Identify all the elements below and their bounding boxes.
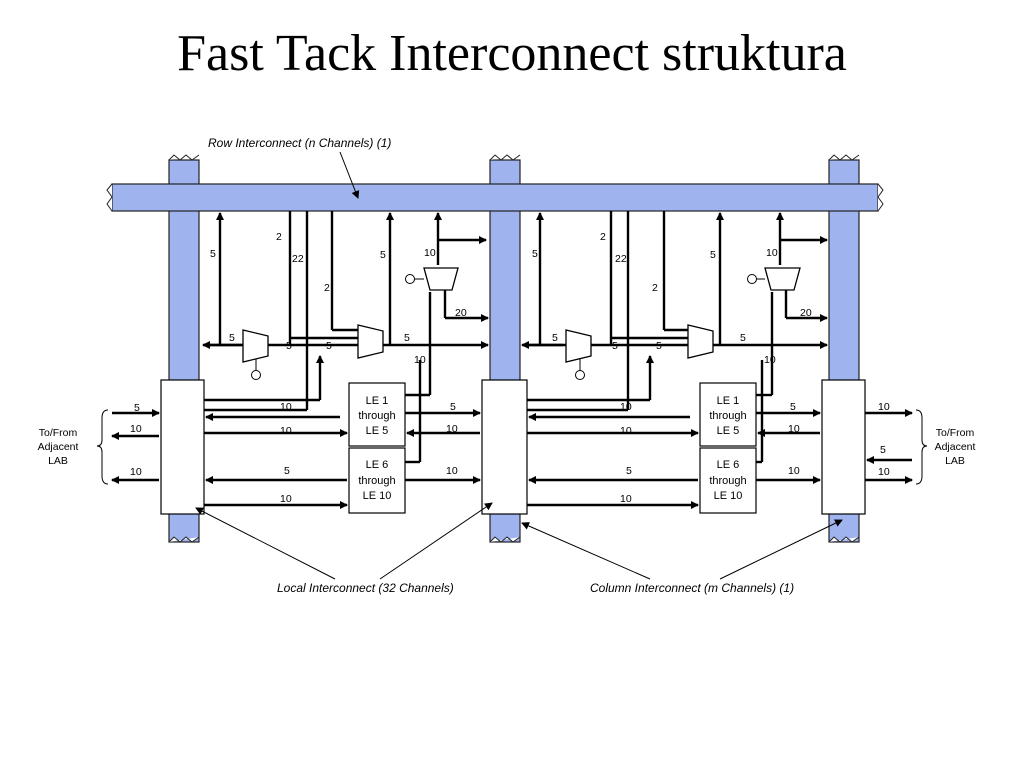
side-label-right: To/From Adjacent LAB [915,409,976,485]
width-labels-right: 5 2 22 2 5 10 20 5 5 5 5 10 10 10 5 10 5… [532,231,890,505]
le-line-2: through [709,410,746,422]
width-label: 2 [324,282,330,294]
local-interconnect-box-middle [481,379,528,515]
width-label: 10 [424,247,436,259]
le-line-1: LE 1 [366,395,389,407]
le-line-1: LE 1 [717,395,740,407]
le-line-1: LE 6 [717,459,740,471]
side-line: LAB [945,455,965,467]
width-label: 10 [280,425,292,437]
slide-title: Fast Tack Interconnect struktura [177,25,847,82]
width-label: 5 [612,340,618,352]
width-label: 5 [656,340,662,352]
width-label: 5 [740,332,746,344]
width-label: 10 [280,401,292,413]
le-block-6-10-right: LE 6 through LE 10 [699,447,757,514]
side-line: Adjacent [38,441,79,453]
width-label: 5 [286,340,292,352]
width-label: 10 [280,493,292,505]
width-label: 10 [414,354,426,366]
width-label: 10 [878,401,890,413]
le-line-3: LE 10 [714,490,743,502]
width-label: 5 [552,332,558,344]
width-label: 10 [788,465,800,477]
callout-local-interconnect: Local Interconnect (32 Channels) [195,502,493,595]
width-label: 5 [880,444,886,456]
width-labels-left: 5 2 22 2 5 10 20 5 5 5 5 10 10 10 5 10 5… [130,231,467,505]
le-block-6-10-left: LE 6 through LE 10 [348,447,406,514]
row-interconnect-bus [106,183,884,212]
width-label: 10 [764,354,776,366]
left-lab-wiring [111,211,489,509]
callout-column-text: Column Interconnect (m Channels) (1) [590,581,794,595]
le-line-3: LE 5 [366,425,389,437]
width-label: 10 [620,493,632,505]
width-label: 10 [620,401,632,413]
width-label: 10 [446,423,458,435]
width-label: 5 [710,249,716,261]
le-line-3: LE 5 [717,425,740,437]
le-line-3: LE 10 [363,490,392,502]
callout-row-text: Row Interconnect (n Channels) (1) [208,136,391,150]
le-line-1: LE 6 [366,459,389,471]
width-label: 5 [210,248,216,260]
width-label: 5 [229,332,235,344]
le-line-2: through [358,410,395,422]
side-line: Adjacent [935,441,976,453]
side-line: To/From [936,427,975,439]
width-label: 22 [292,253,304,265]
width-label: 20 [455,307,467,319]
width-label: 5 [626,465,632,477]
width-label: 2 [276,231,282,243]
side-line: To/From [39,427,78,439]
width-label: 2 [652,282,658,294]
right-lab-wiring [521,211,913,509]
width-label: 5 [790,401,796,413]
width-label: 5 [284,465,290,477]
width-label: 5 [532,248,538,260]
width-label: 5 [326,340,332,352]
width-label: 10 [878,466,890,478]
width-label: 10 [446,465,458,477]
callout-row-interconnect: Row Interconnect (n Channels) (1) [208,136,391,199]
le-block-1-5-left: LE 1 through LE 5 [348,382,406,447]
width-label: 10 [130,466,142,478]
width-label: 22 [615,253,627,265]
width-label: 10 [620,425,632,437]
local-interconnect-box-right [821,379,866,515]
width-label: 2 [600,231,606,243]
width-label: 5 [404,332,410,344]
width-label: 5 [380,249,386,261]
width-label: 20 [800,307,812,319]
width-label: 10 [130,423,142,435]
le-line-2: through [709,475,746,487]
local-interconnect-box-left [160,379,205,515]
le-block-1-5-right: LE 1 through LE 5 [699,382,757,447]
callout-column-interconnect: Column Interconnect (m Channels) (1) [521,519,843,595]
side-label-left: To/From Adjacent LAB [38,409,109,485]
side-line: LAB [48,455,68,467]
width-label: 10 [766,247,778,259]
callout-local-text: Local Interconnect (32 Channels) [277,581,454,595]
width-label: 5 [134,402,140,414]
width-label: 10 [788,423,800,435]
width-label: 5 [450,401,456,413]
le-line-2: through [358,475,395,487]
